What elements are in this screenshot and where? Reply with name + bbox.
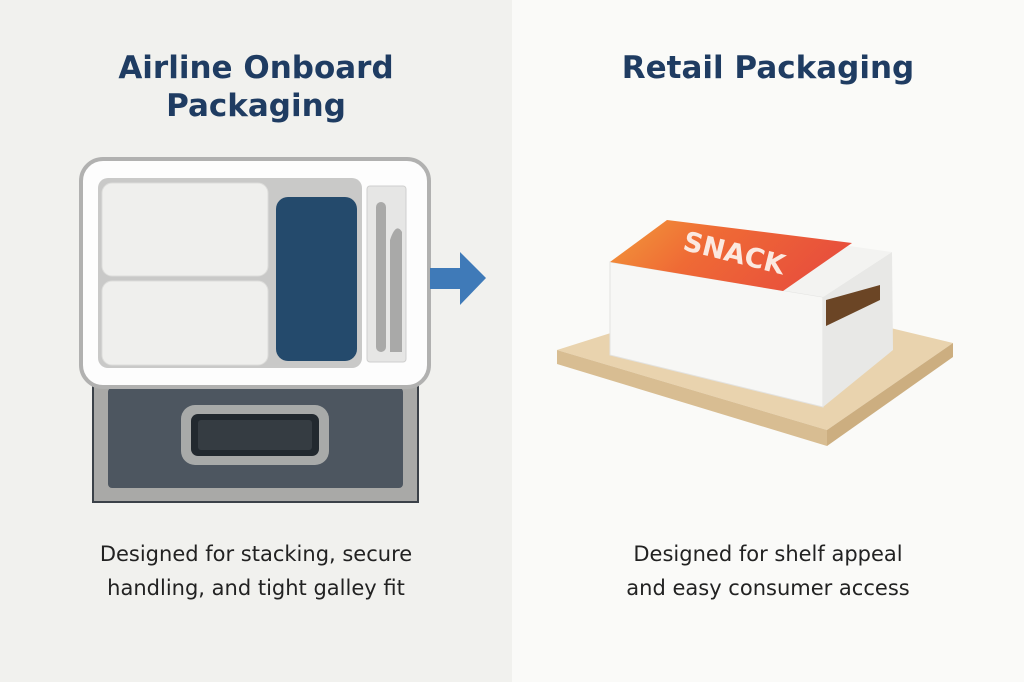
airline-caption: Designed for stacking, secure handling, … (0, 537, 512, 605)
cutlery-icon (376, 202, 402, 352)
retail-caption-line1: Designed for shelf appeal (633, 542, 903, 566)
airline-caption-line1: Designed for stacking, secure (99, 542, 413, 566)
retail-caption: Designed for shelf appeal and easy consu… (512, 537, 1024, 605)
retail-title: Retail Packaging (621, 50, 915, 86)
airline-title: Airline Onboard Packaging (0, 49, 512, 125)
arrow-right-icon (430, 252, 486, 305)
retail-caption-line2: and easy consumer access (626, 576, 910, 600)
airline-title-line2: Packaging (166, 88, 346, 124)
airline-caption-line2: handling, and tight galley fit (107, 576, 405, 600)
airline-title-line1: Airline Onboard (118, 50, 394, 86)
snack-box-icon: SNACK (557, 220, 953, 446)
galley-cart-icon (92, 379, 419, 503)
meal-tray-icon (79, 157, 431, 389)
